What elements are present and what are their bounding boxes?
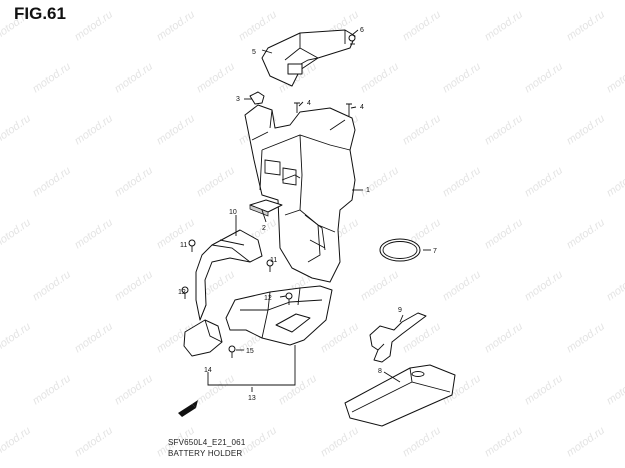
battery-top-cover <box>261 29 356 87</box>
callout-11a: 11 <box>180 242 187 249</box>
bolt-11a <box>188 239 196 252</box>
figure-label: FIG.61 <box>14 4 66 23</box>
battery-pad <box>249 199 283 217</box>
bolt-15 <box>228 345 236 358</box>
spanner-tool <box>369 312 427 363</box>
bolt-11b <box>266 259 274 272</box>
diagram-title: BATTERY HOLDER <box>168 449 243 458</box>
lower-cover-13 <box>225 285 333 346</box>
callout-8: 8 <box>378 368 382 375</box>
callout-5: 5 <box>252 49 256 56</box>
callout-3: 3 <box>236 96 240 103</box>
callout-14: 14 <box>204 367 212 374</box>
leader-lines <box>207 29 431 392</box>
callout-12b: 12 <box>264 295 272 302</box>
callout-10: 10 <box>229 209 237 216</box>
cover-14 <box>183 319 223 357</box>
callout-7: 7 <box>433 248 437 255</box>
callout-9: 9 <box>398 307 402 314</box>
callout-numbers: 5 6 3 4 4 1 2 7 10 11 11 12 12 9 15 8 14… <box>178 27 437 402</box>
rubber-band-ring <box>379 238 421 262</box>
callout-13: 13 <box>248 395 256 402</box>
model-code: SFV650L4_E21_061 <box>168 438 246 447</box>
callout-11b: 11 <box>270 257 277 264</box>
callout-6: 6 <box>360 27 364 34</box>
callout-4a: 4 <box>307 100 311 107</box>
tool-bag <box>344 364 456 427</box>
callout-15: 15 <box>246 348 254 355</box>
callout-1: 1 <box>366 187 370 194</box>
callout-12a: 12 <box>178 289 186 296</box>
bolt-12a <box>181 286 189 299</box>
screw-4b <box>346 103 352 116</box>
clip-3 <box>249 91 265 105</box>
front-direction-arrow-icon <box>178 400 198 417</box>
screw-4a <box>294 102 300 113</box>
battery-holder-body <box>244 104 356 283</box>
battery-side-cover-10 <box>195 229 263 321</box>
callout-4b: 4 <box>360 104 364 111</box>
callout-2: 2 <box>262 225 266 232</box>
